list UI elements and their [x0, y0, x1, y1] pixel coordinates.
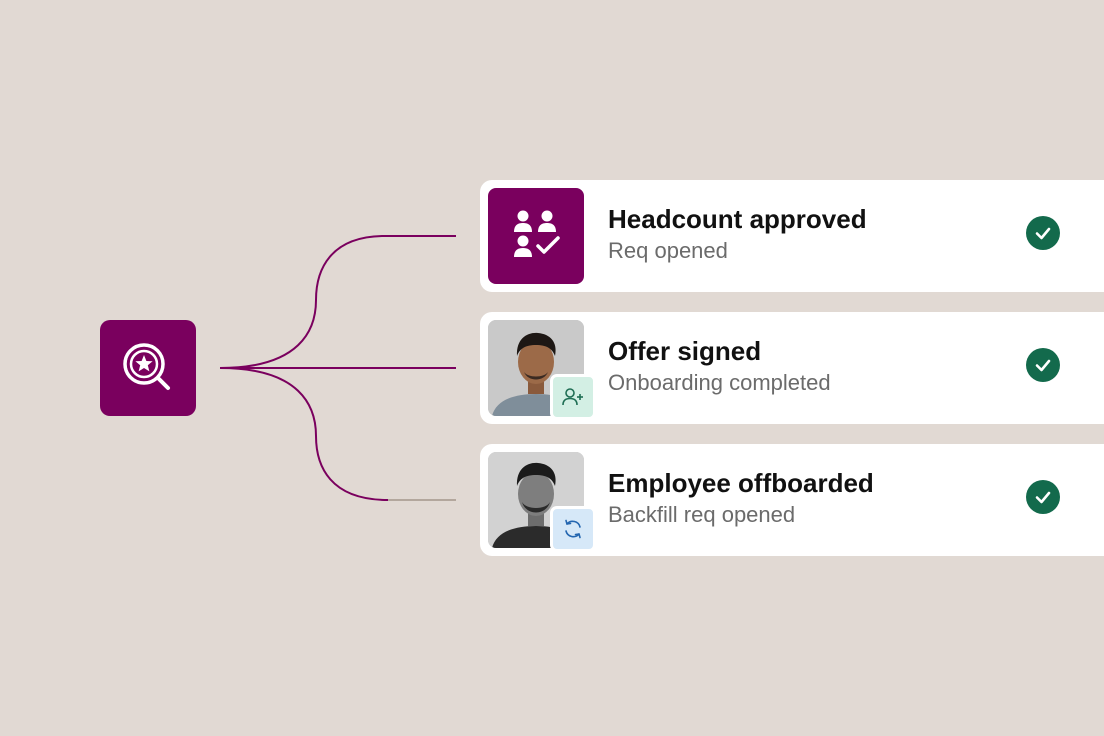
- step-card-offer[interactable]: Offer signed Onboarding completed: [480, 312, 1104, 424]
- step-card-headcount[interactable]: Headcount approved Req opened: [480, 180, 1104, 292]
- check-icon: [1035, 227, 1051, 240]
- check-icon: [1035, 491, 1051, 504]
- status-check: [1026, 480, 1060, 514]
- badge: [550, 506, 596, 552]
- avatar: [488, 452, 596, 552]
- user-plus-icon: [562, 388, 583, 406]
- step-subtitle: Backfill req opened: [608, 502, 796, 527]
- step-subtitle: Req opened: [608, 238, 728, 263]
- step-subtitle: Onboarding completed: [608, 370, 831, 395]
- refresh-icon: [565, 519, 581, 539]
- step-card-offboarded[interactable]: Employee offboarded Backfill req opened: [480, 444, 1104, 556]
- hub-node[interactable]: [100, 320, 196, 416]
- step-title: Headcount approved: [608, 204, 867, 234]
- search-star-icon: [123, 343, 170, 390]
- badge: [550, 374, 596, 420]
- step-thumb: [488, 188, 584, 284]
- connector-branch-bottom: [219, 367, 389, 501]
- connector-branch-top: [219, 235, 456, 369]
- people-check-icon: [514, 210, 560, 257]
- avatar: [488, 320, 596, 420]
- step-title: Offer signed: [608, 336, 762, 366]
- step-title: Employee offboarded: [608, 468, 874, 498]
- status-check: [1026, 348, 1060, 382]
- check-icon: [1035, 359, 1051, 372]
- status-check: [1026, 216, 1060, 250]
